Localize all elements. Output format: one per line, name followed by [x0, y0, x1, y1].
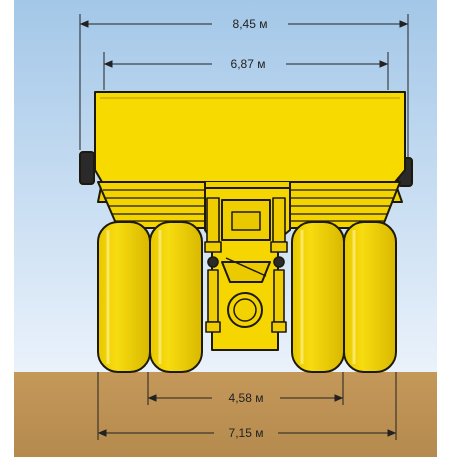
overall-width-label: 8,45 м	[233, 17, 268, 31]
left-outer-tire	[97, 221, 151, 373]
track-inner-label: 4,58 м	[229, 391, 264, 405]
right-inner-tire	[291, 221, 345, 373]
track-outer-label: 7,15 м	[229, 426, 264, 440]
left-mirror	[79, 151, 95, 185]
differential-housing	[227, 292, 263, 328]
frame-crossmember	[221, 261, 271, 283]
left-inner-tire	[149, 221, 203, 373]
body-width-label: 6,87 м	[231, 57, 266, 71]
ground	[14, 372, 437, 457]
dimension-track-inner	[147, 372, 344, 405]
left-body-ribs	[97, 181, 206, 229]
dump-bed	[94, 91, 406, 183]
right-body-ribs	[289, 181, 401, 229]
dump-truck	[79, 91, 413, 373]
dimension-body-width	[103, 52, 389, 90]
dimension-track-outer	[97, 372, 397, 440]
right-suspension-strut	[270, 197, 288, 333]
right-outer-tire	[343, 221, 397, 373]
dimension-overall-width	[79, 14, 409, 158]
left-suspension-strut	[204, 197, 222, 333]
